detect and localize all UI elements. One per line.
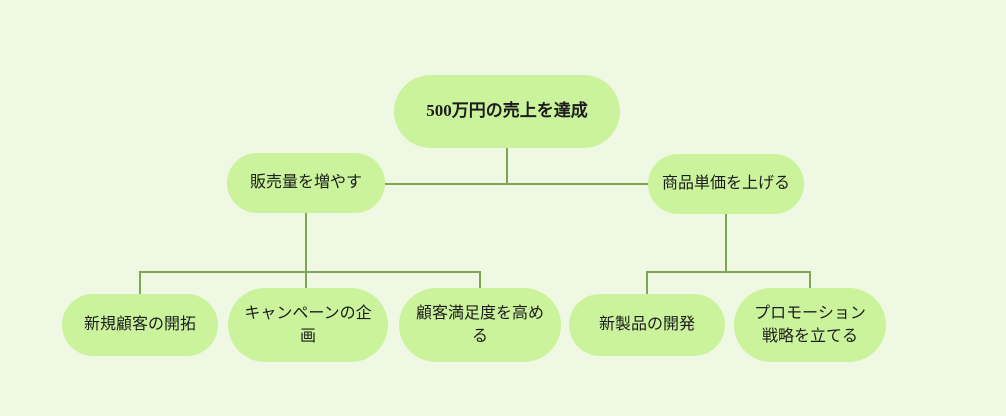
node-promotion-strategy-label: プロモーション戦略を立てる <box>754 304 866 345</box>
node-campaign-planning[interactable]: キャンペーンの企画 <box>228 288 388 362</box>
node-new-customers-label: 新規顧客の開拓 <box>83 316 196 334</box>
node-customer-satisfaction-label: 顧客満足度を高める <box>415 304 544 345</box>
node-root-goal[interactable]: 500万円の売上を達成 <box>394 75 620 148</box>
node-root-goal-label: 500万円の売上を達成 <box>426 101 588 121</box>
node-increase-sales-volume[interactable]: 販売量を増やす <box>227 153 385 213</box>
node-new-customers[interactable]: 新規顧客の開拓 <box>62 294 218 356</box>
node-raise-unit-price[interactable]: 商品単価を上げる <box>648 154 804 214</box>
node-raise-unit-price-label: 商品単価を上げる <box>662 175 791 193</box>
node-campaign-planning-label: キャンペーンの企画 <box>244 304 372 345</box>
node-new-product-development[interactable]: 新製品の開発 <box>569 294 725 356</box>
connector-line-right-branch <box>646 214 811 294</box>
connector-line-root <box>385 147 648 185</box>
node-new-product-development-label: 新製品の開発 <box>598 316 695 334</box>
connector-line-left-branch <box>139 213 481 294</box>
node-customer-satisfaction[interactable]: 顧客満足度を高める <box>399 288 561 362</box>
node-increase-sales-volume-label: 販売量を増やす <box>249 174 362 192</box>
node-promotion-strategy[interactable]: プロモーション戦略を立てる <box>734 288 886 362</box>
